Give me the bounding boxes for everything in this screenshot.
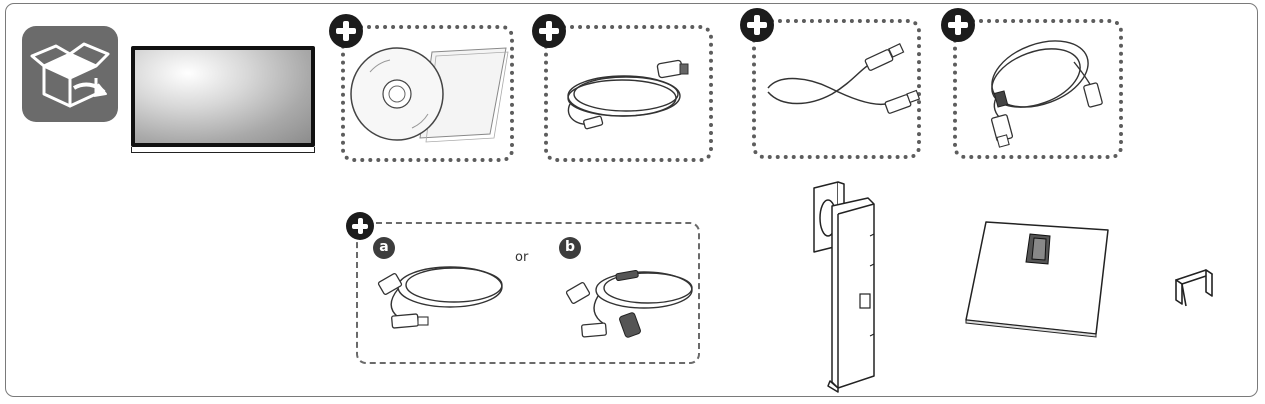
plus-icon [346,212,374,240]
components-frame: a or b [5,3,1258,397]
monitor-illustration [131,46,315,153]
displayport-cable-illustration [377,266,503,329]
option-a-badge: a [373,237,395,259]
displayport-cable-illustration [565,269,693,338]
cable-holder-illustration [1175,269,1213,307]
plus-icon [329,14,363,48]
option-b-badge: b [559,237,581,259]
hdmi-cable-illustration [767,43,921,114]
plus-icon [740,8,774,42]
or-label: or [515,250,529,265]
unbox-icon [22,26,118,122]
displayport-cable-box [356,222,700,364]
stand-base-illustration [965,221,1109,338]
stand-body-illustration [813,181,875,393]
usb-cable-illustration [990,40,1103,148]
usb-cable-box [953,19,1123,159]
plus-icon [532,14,566,48]
power-cord-illustration [567,59,689,130]
plus-icon [941,8,975,42]
hdmi-cable-box [752,19,921,159]
power-cord-box [544,25,713,162]
cd-manual-box [341,25,514,162]
cd-manual-illustration [350,47,509,143]
